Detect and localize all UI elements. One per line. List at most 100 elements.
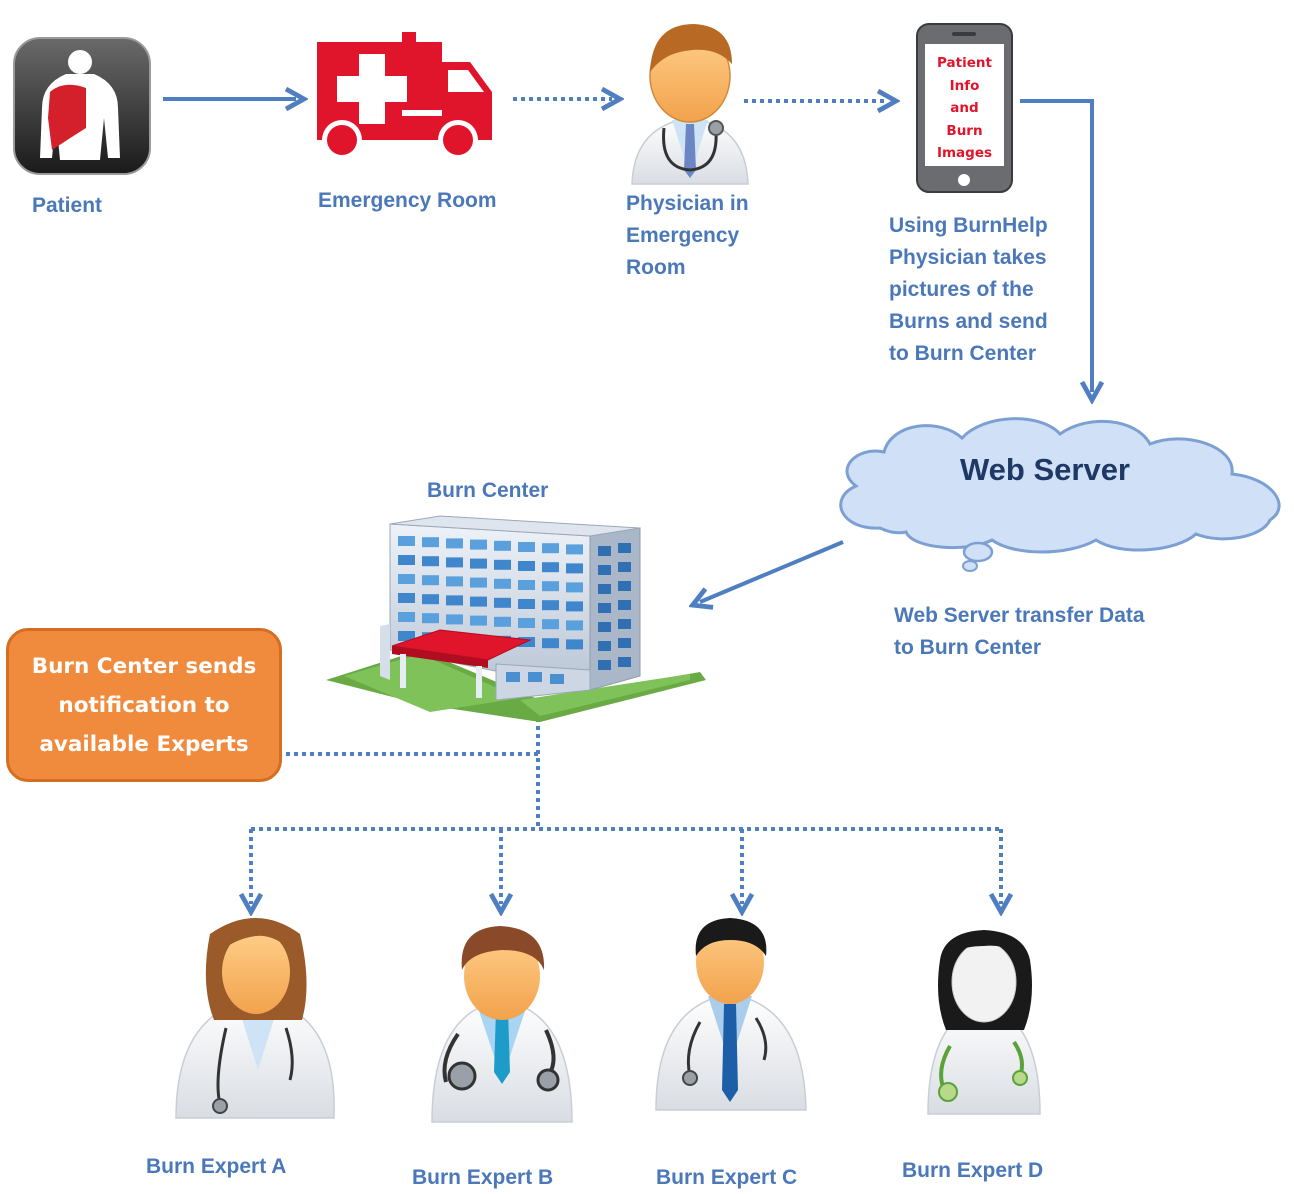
building-window: [518, 542, 535, 552]
phone-screen-line: and: [950, 100, 979, 116]
burnhelp-caption-line: Using BurnHelp: [889, 214, 1048, 237]
building-window: [422, 556, 439, 567]
building-window: [398, 593, 415, 603]
building-window: [398, 631, 415, 641]
building-window: [598, 565, 611, 575]
physician-label-line: Physician in: [626, 192, 749, 215]
phone-screen-line: Info: [949, 77, 980, 94]
building-window: [446, 538, 463, 549]
hospital-building-icon: [326, 515, 706, 722]
building-window: [542, 619, 559, 630]
building-window: [566, 582, 583, 593]
building-window: [398, 536, 415, 546]
edge-web-server-to-burn-center: [700, 540, 844, 602]
building-window: [422, 594, 439, 605]
notification-box: Burn Center sends notification to availa…: [6, 628, 282, 782]
building-window: [598, 660, 611, 670]
expert-d-label: Burn Expert D: [902, 1159, 1044, 1182]
female-doctor-icon: [175, 918, 335, 1119]
web-server-caption-line: Web Server transfer Data: [894, 604, 1145, 627]
building-window: [618, 638, 631, 648]
building-window: [494, 616, 511, 627]
building-window: [446, 595, 463, 606]
building-window: [518, 599, 535, 609]
building-window: [618, 619, 631, 629]
building-window: [470, 539, 487, 550]
notification-line: Burn Center sends: [31, 653, 257, 679]
building-window: [422, 537, 439, 548]
building-window: [598, 641, 611, 651]
expert-a-label: Burn Expert A: [146, 1155, 287, 1178]
building-window: [470, 577, 487, 588]
building-window: [494, 540, 511, 551]
burn-center-label: Burn Center: [427, 479, 549, 502]
building-window: [566, 620, 583, 631]
edge-burn-center-to-experts: [251, 827, 1001, 904]
emergency-room-label: Emergency Room: [318, 189, 497, 212]
edge-phone-to-web-server: [1020, 99, 1092, 392]
burnhelp-caption-line: pictures of the: [889, 278, 1034, 301]
building-window: [618, 543, 631, 553]
building-window: [398, 612, 415, 622]
physician-icon: [631, 24, 749, 185]
building-window: [398, 555, 415, 565]
web-server-caption-line: to Burn Center: [894, 636, 1041, 659]
female-doctor-silhouette-icon: [927, 930, 1041, 1115]
web-server-caption: Web Server transfer Data to Burn Center: [894, 600, 1145, 664]
phone-screen: Patient Info and Burn Images: [925, 52, 1004, 172]
cloud-icon: [839, 417, 1281, 572]
building-window: [518, 580, 535, 590]
physician-label-line: Room: [626, 256, 686, 279]
burnhelp-caption: Using BurnHelp Physician takes pictures …: [889, 210, 1048, 370]
building-window: [494, 578, 511, 589]
phone-screen-line: Burn: [946, 122, 983, 139]
building-window: [398, 574, 415, 584]
expert-c-label: Burn Expert C: [656, 1166, 798, 1189]
building-window: [542, 543, 559, 554]
building-window: [566, 544, 583, 555]
building-window: [618, 581, 631, 591]
building-window: [470, 596, 487, 607]
building-window: [518, 561, 535, 571]
building-window: [566, 601, 583, 612]
building-window: [494, 597, 511, 608]
notification-line: available Experts: [39, 731, 249, 757]
phone-screen-line: Patient: [937, 55, 992, 71]
building-window: [542, 638, 559, 649]
male-doctor-tie-icon: [655, 918, 807, 1111]
building-window: [598, 622, 611, 632]
building-window: [618, 562, 631, 572]
building-window: [542, 581, 559, 592]
building-window: [566, 563, 583, 574]
physician-label-line: Emergency: [626, 224, 740, 247]
building-window: [598, 584, 611, 594]
physician-label: Physician in Emergency Room: [626, 188, 749, 284]
burnhelp-caption-line: Burns and send: [889, 310, 1048, 333]
notification-line: notification to: [58, 692, 230, 718]
web-server-label: Web Server: [959, 452, 1130, 487]
building-window: [598, 603, 611, 613]
building-window: [470, 615, 487, 626]
building-window: [446, 614, 463, 625]
burnhelp-caption-line: to Burn Center: [889, 342, 1036, 365]
smartphone-icon: [916, 23, 1013, 193]
building-window: [542, 562, 559, 573]
building-window: [422, 613, 439, 624]
phone-screen-line: Images: [936, 145, 993, 161]
edge-burn-center-to-notification: [286, 718, 540, 828]
building-window: [618, 600, 631, 610]
building-window: [542, 600, 559, 611]
building-window: [494, 559, 511, 570]
building-window: [422, 575, 439, 586]
building-window: [446, 557, 463, 568]
male-doctor-stethoscope-icon: [431, 926, 573, 1123]
building-window: [566, 639, 583, 650]
expert-b-label: Burn Expert B: [412, 1166, 554, 1189]
building-window: [518, 618, 535, 628]
ambulance-icon: [317, 32, 492, 160]
building-window: [618, 657, 631, 667]
building-window: [470, 558, 487, 569]
patient-label: Patient: [32, 194, 103, 217]
